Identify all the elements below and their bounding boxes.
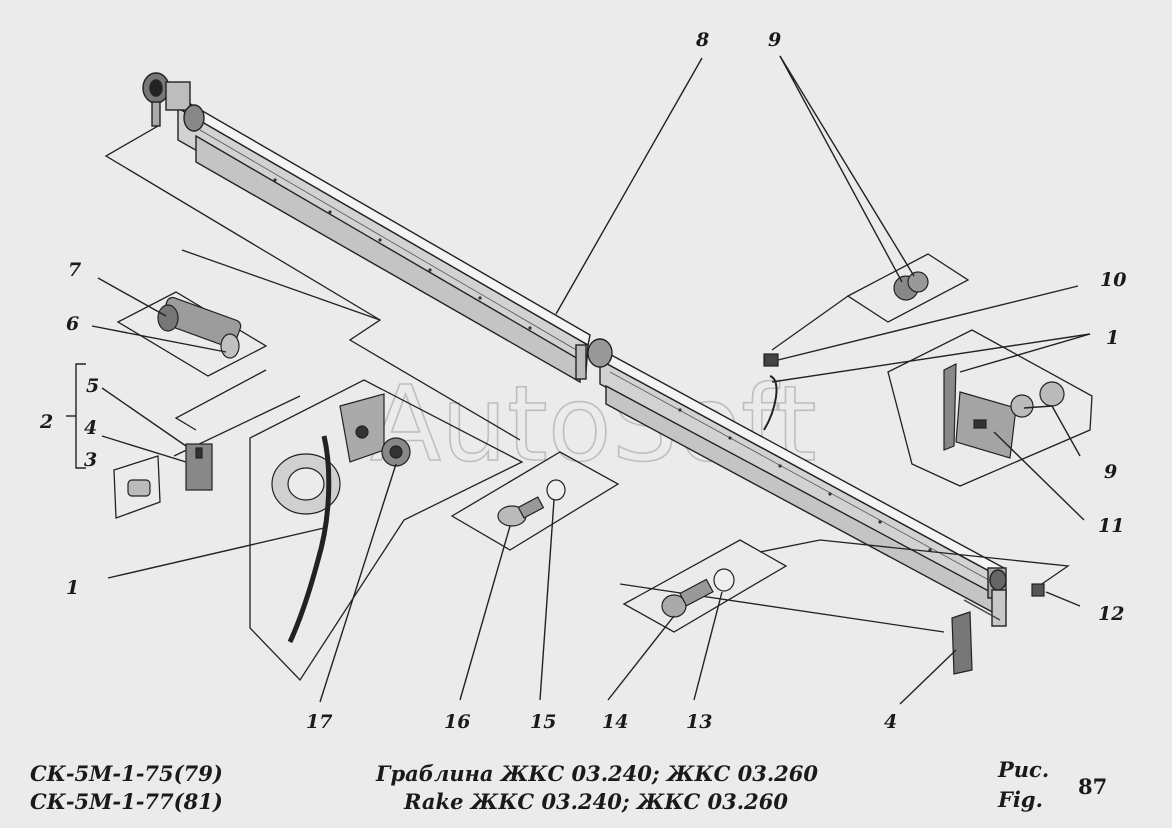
label-12: 12: [1098, 603, 1124, 625]
label-10: 10: [1100, 269, 1126, 291]
parts: [127, 271, 1065, 675]
label-17: 17: [306, 711, 332, 733]
figure-label-russian: Рис.: [998, 757, 1050, 782]
label-7: 7: [68, 259, 81, 281]
rake-bar: [142, 72, 1007, 627]
panel-outlines: [104, 125, 1093, 682]
model-line-1: СК-5М-1-75(79): [30, 761, 223, 786]
title-russian: Граблина ЖКС 03.240; ЖКС 03.260: [376, 761, 818, 786]
figure-label-english: Fig.: [998, 787, 1043, 812]
label-3: 3: [84, 449, 97, 471]
model-line-2: СК-5М-1-77(81): [30, 789, 223, 814]
label-9-top: 9: [768, 29, 781, 51]
callout-labels: 8 9 10 1 9 11 12 7 6 2 5 4 3 1 17 16 15 …: [39, 29, 1126, 733]
label-2: 2: [39, 411, 53, 433]
label-11: 11: [1098, 515, 1124, 537]
label-6: 6: [66, 313, 79, 335]
label-13: 13: [686, 711, 712, 733]
figure-number: 87: [1078, 774, 1108, 799]
label-16: 16: [444, 711, 470, 733]
label-1-left: 1: [66, 577, 79, 599]
label-1-right: 1: [1106, 327, 1119, 349]
label-8: 8: [695, 29, 709, 51]
label-15: 15: [530, 711, 556, 733]
leader-lines: [66, 55, 1091, 705]
label-9-right: 9: [1104, 461, 1117, 483]
title-english: Rake ЖКС 03.240; ЖКС 03.260: [404, 789, 788, 814]
label-14: 14: [602, 711, 628, 733]
label-4-bottom: 4: [884, 711, 897, 733]
label-4-left: 4: [84, 417, 97, 439]
label-5: 5: [86, 375, 99, 397]
